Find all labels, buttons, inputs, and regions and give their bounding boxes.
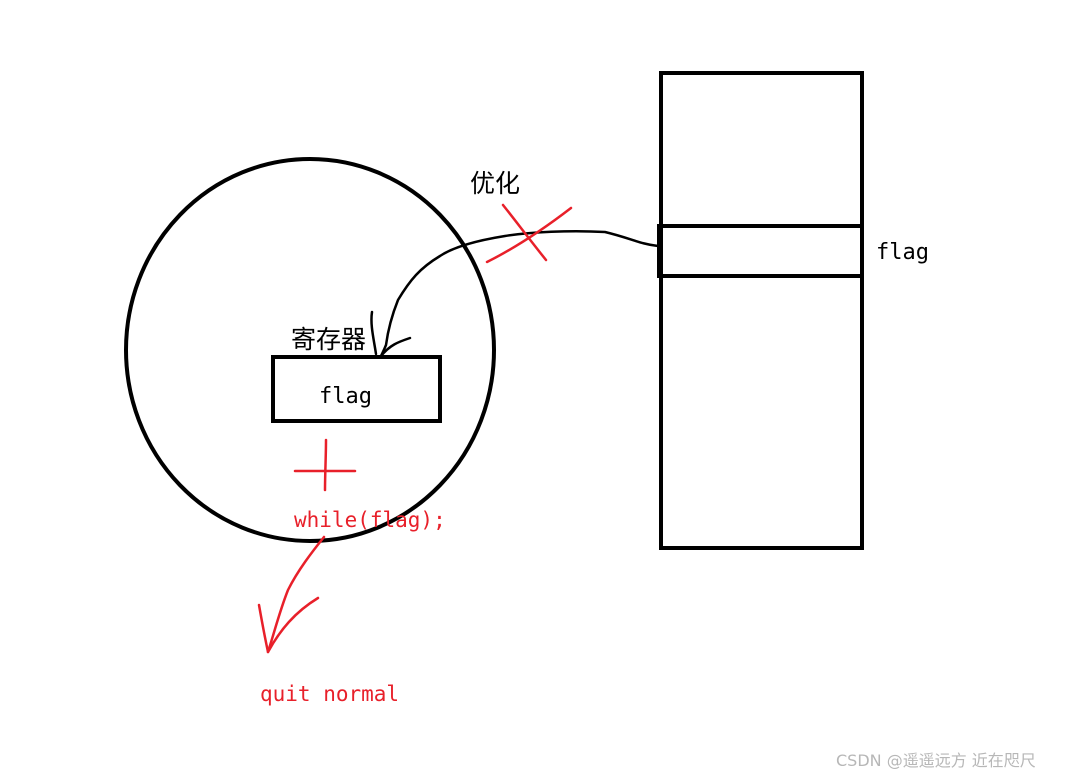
quit-normal-label: quit normal [260, 682, 400, 706]
register-box [271, 355, 442, 423]
blocked-x-mark [485, 203, 573, 264]
memory-flag-label: flag [876, 240, 929, 265]
red-cross-mark [293, 438, 357, 492]
cpu-circle [124, 157, 496, 543]
exit-arrow [266, 535, 326, 654]
exit-arrowhead [257, 596, 320, 654]
register-flag-label: flag [319, 384, 372, 409]
optimize-label: 优化 [470, 169, 521, 198]
memory-flag-cell [657, 224, 864, 278]
register-label: 寄存器 [291, 325, 367, 354]
load-arrow [379, 229, 660, 358]
loop-code-label: while(flag); [294, 508, 446, 532]
load-arrowhead [370, 310, 412, 358]
memory-block [659, 71, 864, 550]
watermark: CSDN @遥遥远方 近在咫尺 [836, 751, 1036, 770]
